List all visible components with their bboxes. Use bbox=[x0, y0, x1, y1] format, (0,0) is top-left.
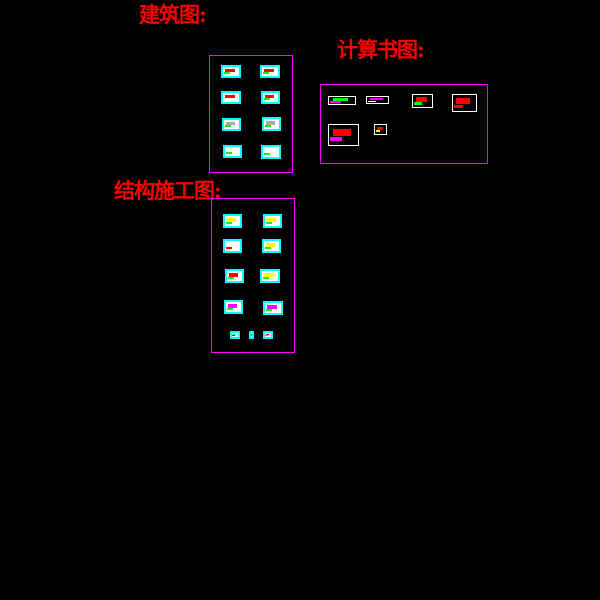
drawing-thumbnail bbox=[262, 117, 281, 131]
drawing-detail bbox=[226, 121, 236, 125]
drawing-thumbnail bbox=[221, 91, 241, 104]
drawing-detail bbox=[223, 72, 231, 75]
drawing-detail bbox=[225, 68, 235, 72]
drawing-detail bbox=[333, 129, 351, 136]
structure-sheet-frame bbox=[211, 198, 295, 353]
drawing-detail bbox=[223, 98, 231, 101]
drawing-detail bbox=[228, 304, 238, 308]
drawing-detail bbox=[263, 98, 270, 101]
drawing-thumbnail bbox=[223, 239, 242, 253]
drawing-detail bbox=[225, 247, 232, 249]
drawing-detail bbox=[227, 148, 237, 152]
drawing-detail bbox=[225, 94, 235, 98]
drawing-thumbnail bbox=[328, 96, 356, 105]
drawing-thumbnail bbox=[260, 269, 280, 283]
drawing-detail bbox=[266, 121, 276, 125]
drawing-thumbnail bbox=[374, 124, 387, 135]
drawing-thumbnail bbox=[328, 124, 359, 146]
structure-drawings-label: 结构施工图: bbox=[114, 178, 222, 203]
drawing-detail bbox=[251, 333, 252, 336]
drawing-detail bbox=[225, 152, 232, 155]
drawing-thumbnail bbox=[221, 65, 241, 78]
drawing-detail bbox=[232, 333, 237, 336]
drawing-detail bbox=[413, 102, 422, 105]
drawing-detail bbox=[227, 218, 237, 222]
drawing-thumbnail bbox=[260, 65, 280, 78]
drawing-thumbnail bbox=[222, 118, 241, 131]
drawing-detail bbox=[264, 68, 274, 72]
drawing-detail bbox=[415, 97, 428, 102]
drawing-detail bbox=[376, 126, 384, 130]
drawing-detail bbox=[264, 273, 274, 277]
calculation-drawings-label: 计算书图: bbox=[337, 37, 425, 62]
drawing-thumbnail bbox=[249, 331, 254, 339]
drawing-detail bbox=[265, 222, 272, 224]
drawing-detail bbox=[226, 308, 233, 310]
drawing-thumbnail bbox=[225, 269, 244, 283]
drawing-detail bbox=[267, 218, 277, 222]
drawing-detail bbox=[263, 153, 271, 155]
drawing-detail bbox=[267, 305, 277, 309]
drawing-detail bbox=[330, 137, 343, 141]
drawing-thumbnail bbox=[261, 91, 280, 104]
drawing-thumbnail bbox=[263, 301, 283, 315]
drawing-thumbnail bbox=[452, 94, 477, 112]
drawing-detail bbox=[265, 309, 273, 311]
drawing-detail bbox=[227, 277, 234, 279]
drawing-thumbnail bbox=[230, 331, 240, 339]
drawing-detail bbox=[225, 222, 232, 224]
drawing-thumbnail bbox=[223, 145, 242, 158]
drawing-detail bbox=[264, 125, 271, 127]
drawing-detail bbox=[265, 149, 275, 153]
calculation-sheet-frame bbox=[320, 84, 488, 164]
drawing-thumbnail bbox=[223, 214, 242, 228]
drawing-detail bbox=[262, 277, 270, 279]
drawing-thumbnail bbox=[263, 331, 273, 339]
architecture-sheet-frame bbox=[209, 55, 293, 173]
drawing-detail bbox=[375, 130, 380, 133]
drawing-detail bbox=[330, 101, 341, 103]
drawing-thumbnail bbox=[366, 96, 389, 104]
drawing-detail bbox=[232, 335, 235, 337]
drawing-detail bbox=[262, 72, 270, 75]
drawing-detail bbox=[229, 273, 239, 277]
drawing-detail bbox=[264, 247, 271, 249]
drawing-detail bbox=[227, 243, 237, 247]
drawing-detail bbox=[265, 333, 270, 336]
drawing-thumbnail bbox=[263, 214, 282, 228]
drawing-thumbnail bbox=[412, 94, 433, 108]
drawing-thumbnail bbox=[262, 239, 281, 253]
drawing-detail bbox=[265, 94, 275, 98]
drawing-detail bbox=[370, 98, 383, 101]
drawing-detail bbox=[266, 243, 276, 247]
drawing-detail bbox=[265, 335, 268, 337]
drawing-detail bbox=[456, 98, 471, 104]
drawing-detail bbox=[224, 125, 231, 128]
drawing-thumbnail bbox=[261, 145, 281, 159]
drawing-detail bbox=[368, 100, 377, 102]
drawing-detail bbox=[332, 98, 349, 101]
drawing-thumbnail bbox=[224, 300, 243, 314]
drawing-detail bbox=[454, 104, 464, 108]
architecture-drawings-label: 建筑图: bbox=[139, 2, 207, 27]
